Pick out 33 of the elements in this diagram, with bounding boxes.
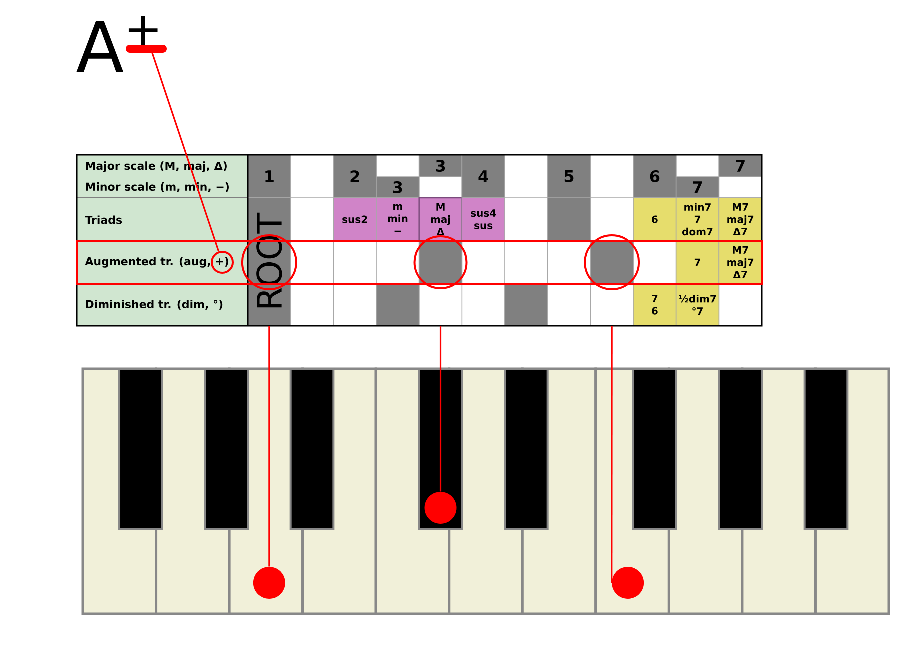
chord-cell: M maj Δ (418, 197, 463, 242)
leader-line (611, 326, 613, 583)
highlight-ring (211, 251, 234, 274)
degree-cell: 4 (462, 154, 506, 198)
chord-cell: 7 (676, 240, 720, 284)
leader-line (440, 326, 442, 492)
degree-cell: 7 (718, 154, 762, 178)
chord-cell: 6 (633, 198, 677, 242)
chord-cell: ½dim7 °7 (676, 284, 720, 326)
row-label: Triads (85, 216, 122, 224)
chord-cell: min7 7 dom7 (676, 198, 720, 242)
degree-cell: 3 (376, 176, 420, 198)
degree-cell: 5 (547, 154, 592, 198)
chord-cell: m min − (376, 198, 420, 242)
row-label: Diminished tr. (dim, °) (86, 300, 223, 310)
leader-line (268, 326, 270, 567)
row-label: Augmented tr. (aug, +) (85, 257, 228, 268)
degree-cell: 6 (633, 154, 677, 198)
chord-cell: sus2 (333, 198, 377, 242)
note-dot (253, 567, 286, 599)
leader-line (152, 52, 220, 252)
highlight-ring (584, 234, 640, 290)
chord-cell: M7 maj7 Δ7 (718, 240, 762, 284)
note-dot (612, 567, 644, 599)
degree-cell: 7 (676, 176, 720, 198)
note-dot (424, 492, 457, 524)
marker-bar (126, 45, 167, 53)
chord-cell: 7 6 (633, 284, 677, 326)
degree-cell: 3 (418, 154, 463, 178)
chord-cell: M7 maj7 Δ7 (718, 198, 762, 242)
degree-cell: 1 (248, 154, 292, 198)
chord-symbol: A$^{+}$ (76, 16, 158, 72)
chord-cell: sus4 sus (462, 198, 506, 242)
